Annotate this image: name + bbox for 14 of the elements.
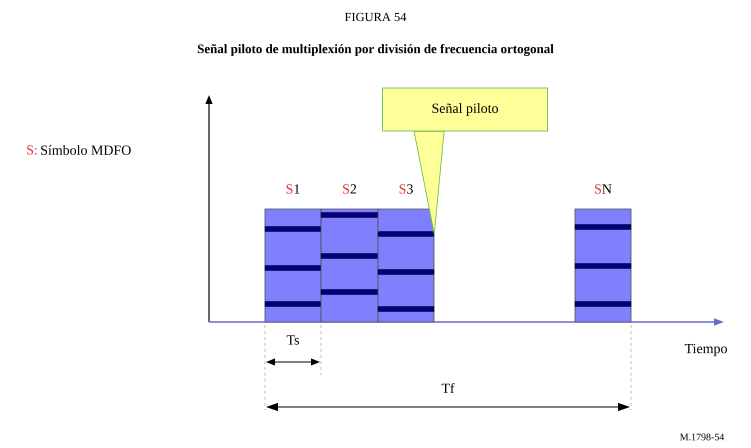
symbol-label: SN	[595, 184, 612, 194]
dimension-label: Tf	[442, 383, 455, 393]
dimension-label: Ts	[286, 335, 299, 345]
figure-title: FIGURA 54	[344, 12, 406, 22]
legend-text: Símbolo MDFO	[41, 145, 131, 155]
figure-code: M.1798-54	[680, 434, 724, 440]
axis-label: Tiempo	[684, 344, 727, 356]
symbol-label: S2	[343, 184, 356, 194]
pilot-stripe	[378, 231, 434, 237]
symbol-label: S3	[400, 184, 413, 194]
callout-pointer	[414, 131, 444, 234]
figure-heading: Señal piloto de multiplexión por división de frecuencia ortogonal	[198, 44, 554, 56]
legend-key: S:	[27, 145, 37, 155]
symbol-label: S1	[286, 184, 300, 194]
